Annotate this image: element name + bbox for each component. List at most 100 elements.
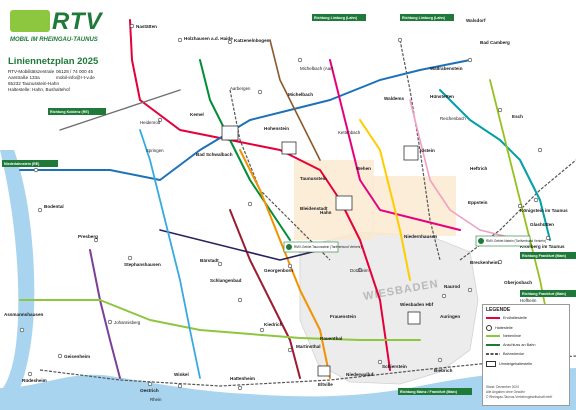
legend-row: Bahnstrecke <box>486 352 524 356</box>
station-label: Hahn <box>320 210 332 215</box>
station-label: Oestrich <box>140 388 159 393</box>
contact-email[interactable]: mobil-info@r-t-v.de <box>56 75 95 80</box>
legend-swatch <box>486 344 500 346</box>
line-grey-bundle <box>59 89 181 131</box>
legend-footer: © Rheingau-Taunus-Verkehrsgesellschaft m… <box>486 395 553 399</box>
line-red <box>129 19 391 371</box>
legend-label: Haltestelle <box>495 326 513 330</box>
station-label: Idstein <box>420 148 435 153</box>
station-label: Waldems <box>384 96 404 101</box>
logo-text: RTV <box>52 8 103 35</box>
legend-stop-icon <box>486 325 492 331</box>
station-label: Kettenbach <box>338 130 361 135</box>
zone-info: RMV-Gebiet Taunusstein (Tarifverbund Ver… <box>283 235 546 253</box>
address-line: 65232 Taunusstein-Hahn <box>8 81 59 86</box>
station-label: Esch <box>512 114 523 119</box>
legend-label: Endhaltestelle <box>503 316 527 320</box>
station-label: Springen <box>146 148 164 153</box>
line-cyan <box>139 129 201 379</box>
station-label: Hofheim <box>520 298 537 303</box>
legend-swatch <box>486 317 500 319</box>
station-label: Geisenheim <box>64 354 90 359</box>
station-label: Königstein im Taunus <box>520 208 568 213</box>
direction-note: Richtung Mainz / Frankfurt (Main) <box>400 390 458 394</box>
station-label: Bodental <box>44 204 64 209</box>
station-label: Presberg <box>78 234 98 239</box>
station-label: Biebrich <box>434 368 453 373</box>
station-label: Michelbach <box>288 92 313 97</box>
line-yellow <box>359 119 411 281</box>
logo-mark-icon <box>10 10 50 32</box>
legend-row: Nebenlinie <box>486 334 521 338</box>
station-label: Niedernhausen <box>404 234 437 239</box>
river-label: Rhein <box>150 397 162 402</box>
station-label: Bad Camberg <box>480 40 510 45</box>
line-darkred <box>229 209 301 379</box>
legend-title: LEGENDE <box>486 307 511 313</box>
station-label: Martinsthal <box>296 344 321 349</box>
station-label: Eltville <box>318 382 333 387</box>
idstein-zone <box>372 176 456 236</box>
direction-note: Richtung Limburg (Lahn) <box>314 16 358 20</box>
rtv-logo: RTV MOBIL IM RHEINGAU-TAUNUS <box>6 6 116 50</box>
station-label: Georgenborn <box>264 268 293 273</box>
legend-swatch <box>486 335 500 337</box>
station-label: Reichenbach <box>440 116 466 121</box>
junction-bad-schwalbach <box>221 125 239 141</box>
address-line: Haltestelle: Hahn, Bushaltehof <box>8 87 70 92</box>
station-label: Kiedrich <box>264 322 283 327</box>
address-line: Aarstraße 133a <box>8 75 40 80</box>
line-lime <box>489 79 549 321</box>
legend-label: Umsteigehaltestelle <box>499 362 533 366</box>
direction-note: Richtung Limburg (Lahn) <box>402 16 446 20</box>
junction-taunusstein <box>335 195 353 211</box>
taunusstein-zone <box>294 160 374 240</box>
zone-info-text: RMV-Gebiet Taunusstein (Tarifverbund Ver… <box>294 245 362 249</box>
station-label: Stephanshausen <box>124 262 161 267</box>
address-line: RTV-Mobilitätszentrale <box>8 69 55 74</box>
station-label: Bad Schwalbach <box>196 152 233 157</box>
station-label: Bärstadt <box>200 258 219 263</box>
station-label: Hünstetten <box>430 94 454 99</box>
line-pink <box>409 99 521 241</box>
line-lightgreen <box>19 299 421 341</box>
direction-note: Richtung Koblenz (RE) <box>50 110 90 114</box>
station-labels: Nastätten Holzhausen a.d. Haide Katzenel… <box>4 18 568 393</box>
line-magenta <box>329 59 461 231</box>
station-label: Johannisberg <box>114 320 141 325</box>
bus-lines <box>19 19 551 379</box>
station-label: Wallrabenstein <box>430 66 463 71</box>
station-label: Heidenrod <box>140 120 161 125</box>
legend-row: Anschluss an Bahn <box>486 343 536 347</box>
zone-info-text: RMV-Gebiet Idstein (Tarifverbund Verkehr… <box>486 239 546 243</box>
station-label: Kronberg im Taunus <box>520 244 565 249</box>
legend-label: Nebenlinie <box>503 334 521 338</box>
station-label: Katzenelnbogen <box>234 38 270 43</box>
direction-note: Richtung Frankfurt (Main) <box>522 292 567 296</box>
contact-phone: 06128 / 74 000 45 <box>56 69 94 74</box>
line-blue <box>19 59 471 181</box>
station-label: Glashütten <box>530 222 554 227</box>
contact-block: 06128 / 74 000 45 mobil-info@r-t-v.de <box>56 69 95 81</box>
station-dots <box>19 23 551 391</box>
junction-eltville <box>317 365 331 377</box>
station-label: Heftrich <box>470 166 488 171</box>
page-title: Liniennetzplan 2025 <box>8 56 99 67</box>
junction-boxes <box>221 125 421 377</box>
station-label: Wiesbaden Hbf <box>400 302 434 307</box>
station-label: Wehen <box>356 166 371 171</box>
legend: LEGENDE Endhaltestelle Haltestelle Neben… <box>482 304 570 406</box>
station-label: Kemel <box>190 112 204 117</box>
line-teal <box>439 89 551 241</box>
junction-hohenstein <box>281 141 297 155</box>
station-label: Aarbergen <box>230 86 251 91</box>
legend-label: Anschluss an Bahn <box>503 343 536 347</box>
junction-idstein <box>403 145 419 161</box>
station-label: Naurod <box>444 284 460 289</box>
line-brown <box>269 39 321 161</box>
station-label: Walsdorf <box>466 18 486 23</box>
station-label: Auringen <box>440 314 460 319</box>
station-label: Rüdesheim <box>22 378 47 383</box>
station-label: Assmannshausen <box>4 312 44 317</box>
rhine-river <box>0 368 576 410</box>
